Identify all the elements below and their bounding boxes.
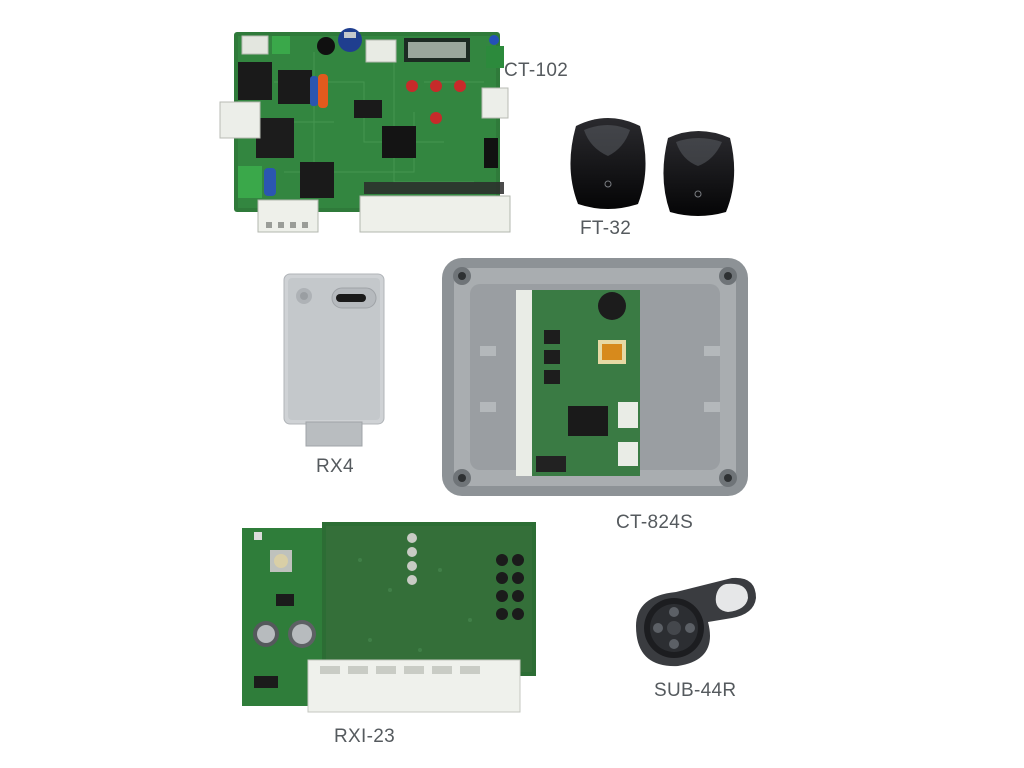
ft-32-remotes <box>564 108 764 228</box>
rx4-receiver <box>282 272 392 452</box>
ct-102-label: CT-102 <box>504 60 569 81</box>
ct-102-board <box>214 22 514 238</box>
rxi-23-label: RXI-23 <box>334 726 395 747</box>
rx4-label: RX4 <box>316 456 354 477</box>
ct-824s-enclosure <box>440 256 752 500</box>
rxi-23-board <box>240 520 540 716</box>
sub-44r-remote <box>622 570 762 674</box>
sub-44r-label: SUB-44R <box>654 680 737 701</box>
ct-824s-label: CT-824S <box>616 512 694 533</box>
ft-32-label: FT-32 <box>580 218 632 239</box>
